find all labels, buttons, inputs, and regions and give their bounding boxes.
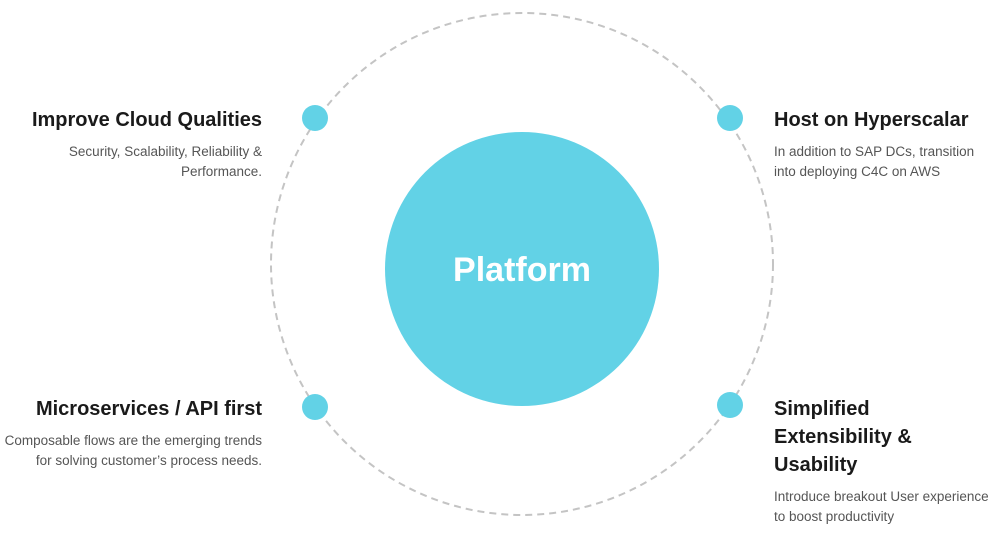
item-improve-cloud-qualities: Improve Cloud Qualities Security, Scalab… (2, 106, 262, 182)
item-title: Microservices / API first (35, 398, 262, 420)
node-top-left (302, 105, 328, 131)
item-microservices-api-first: Microservices / API first Composable flo… (2, 395, 262, 471)
node-top-right (717, 105, 743, 131)
item-title: Host on Hyperscalar (774, 109, 969, 131)
item-description: Composable flows are the emerging trends… (4, 433, 262, 468)
item-host-on-hyperscalar: Host on Hyperscalar In addition to SAP D… (774, 106, 996, 182)
item-description: Security, Scalability, Reliability & Per… (68, 144, 262, 179)
item-simplified-extensibility-usability: Simplified Extensibility & Usability Int… (774, 395, 996, 527)
node-bottom-left (302, 394, 328, 420)
item-description: In addition to SAP DCs, transition into … (774, 144, 975, 179)
item-title: Improve Cloud Qualities (31, 109, 262, 131)
item-title: Simplified Extensibility & Usability (774, 398, 912, 476)
node-bottom-right (717, 392, 743, 418)
outer-dashed-ring (270, 12, 774, 516)
center-label: Platform (453, 251, 591, 289)
item-description: Introduce breakout User experience to bo… (774, 489, 989, 524)
center-circle (385, 132, 659, 406)
